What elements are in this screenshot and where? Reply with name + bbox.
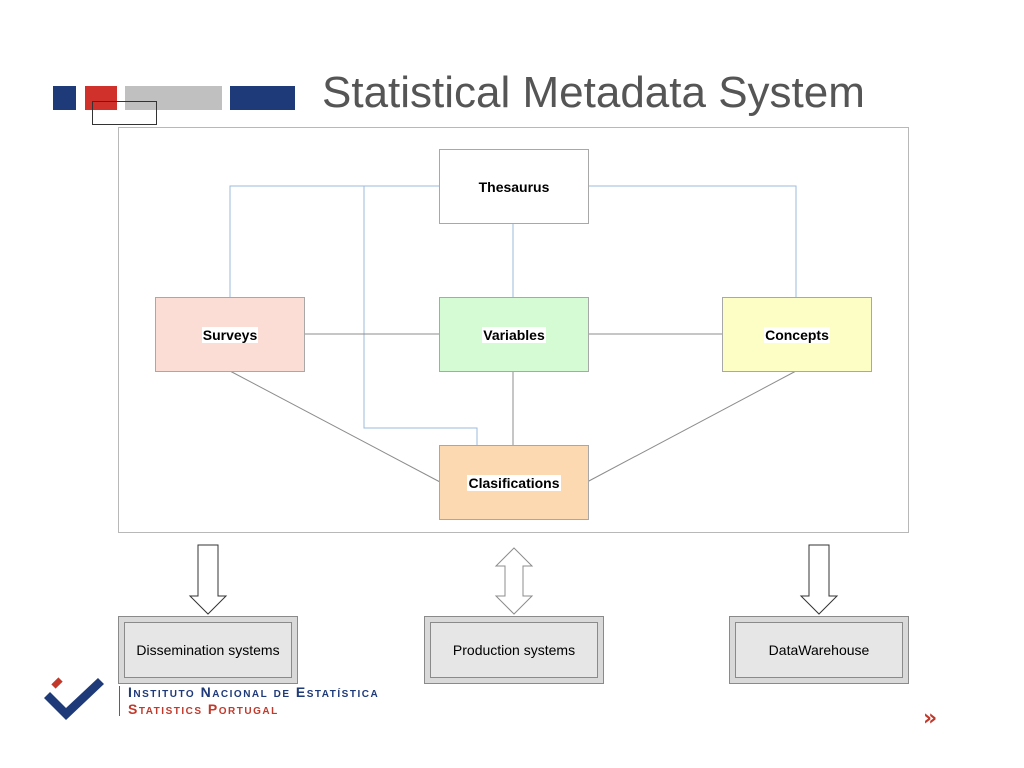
header-deco-red-square (85, 86, 117, 110)
connector-surveys-clasifications (229, 370, 441, 483)
logo-divider (119, 686, 120, 716)
node-clasifications-label: Clasifications (467, 474, 561, 491)
system-production: Production systems (424, 616, 604, 684)
arrow-down-datawarehouse-icon (799, 544, 839, 615)
logo-line2: Statistics Portugal (128, 701, 279, 717)
system-production-label: Production systems (430, 622, 598, 678)
system-datawarehouse: DataWarehouse (729, 616, 909, 684)
system-datawarehouse-label: DataWarehouse (735, 622, 903, 678)
node-thesaurus: Thesaurus (439, 149, 589, 224)
header-deco-grey-bar (125, 86, 222, 110)
slide-title: Statistical Metadata System (322, 68, 865, 117)
connector-thesaurus-clasifications (363, 185, 478, 446)
header-deco-blue-square (53, 86, 76, 110)
arrow-bidirectional-production-icon (494, 547, 534, 615)
connector-concepts-clasifications (586, 370, 797, 483)
diagram-frame (118, 127, 909, 533)
header-deco-outline-box (92, 101, 157, 125)
node-concepts-label: Concepts (764, 326, 830, 343)
arrow-down-dissemination-icon (188, 544, 228, 615)
next-slide-link[interactable]: » (923, 706, 938, 731)
node-surveys-label: Surveys (201, 326, 259, 343)
connector-thesaurus-concepts (587, 185, 797, 298)
system-dissemination: Dissemination systems (118, 616, 298, 684)
node-variables: Variables (439, 297, 589, 372)
logo-line1: Instituto Nacional de Estatística (128, 684, 380, 700)
ine-logo-icon (44, 677, 104, 720)
node-surveys: Surveys (155, 297, 305, 372)
node-clasifications: Clasifications (439, 445, 589, 520)
node-concepts: Concepts (722, 297, 872, 372)
node-variables-label: Variables (482, 326, 546, 343)
system-dissemination-label: Dissemination systems (124, 622, 292, 678)
header-deco-blue-bar (230, 86, 295, 110)
node-thesaurus-label: Thesaurus (477, 178, 551, 195)
